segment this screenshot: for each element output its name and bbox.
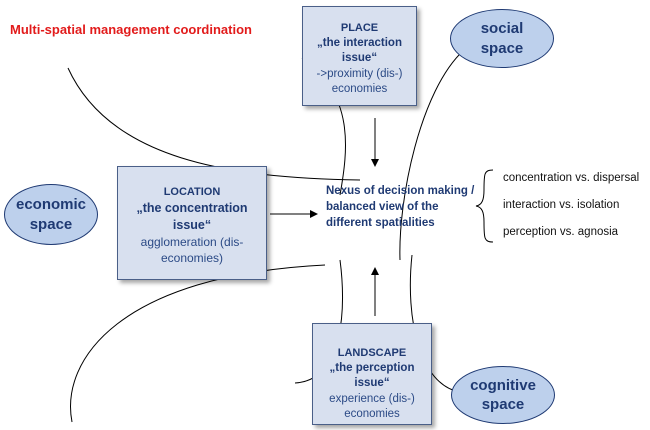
contrast-brace	[475, 169, 494, 243]
place-desc-line-1: ->proximity (dis-)	[316, 67, 403, 80]
landscape-box: LANDSCAPE „the perception issue“ experie…	[312, 323, 432, 425]
social-space-line-1: social	[480, 20, 524, 37]
place-heading: PLACE	[340, 22, 379, 34]
cognitive-space-ellipse: cognitive space	[451, 366, 555, 424]
place-box: PLACE „the interaction issue“ ->proximit…	[302, 6, 417, 106]
location-box: LOCATION „the concentration issue“ agglo…	[117, 166, 267, 280]
cognitive-space-line-1: cognitive	[470, 376, 536, 394]
nexus-line-3: different spatialities	[326, 217, 435, 230]
location-issue: „the concentration issue“	[136, 200, 248, 232]
curve-social-down	[399, 49, 465, 261]
landscape-heading: LANDSCAPE	[337, 347, 407, 359]
nexus-line-1: Nexus of decision making /	[326, 185, 475, 197]
diagram-title: Multi-spatial management coordination	[10, 22, 252, 37]
cognitive-space-line-2: space	[481, 396, 525, 413]
landscape-desc-line-2: economies	[344, 408, 400, 421]
place-desc-line-2: economies	[331, 83, 388, 96]
economic-space-line-2: space	[29, 215, 73, 233]
contrast-item: interaction vs. isolation	[503, 199, 620, 211]
nexus-line-2: balanced view of the	[326, 201, 439, 214]
landscape-desc-line-1: experience (dis-)	[329, 392, 415, 405]
contrast-item: concentration vs. dispersal	[503, 172, 640, 184]
contrast-item: perception vs. agnosia	[503, 226, 619, 238]
curve-bottom-left	[70, 264, 326, 423]
landscape-issue: „the perception issue“	[329, 361, 415, 390]
curve-top-left	[67, 67, 361, 181]
place-issue: „the interaction issue“	[317, 36, 402, 65]
social-space-line-2: space	[480, 39, 524, 57]
economic-space-ellipse: economic space	[4, 184, 98, 245]
location-heading: LOCATION	[163, 186, 221, 198]
nexus-label: Nexus of decision making / balanced view…	[326, 183, 476, 231]
social-space-ellipse: social space	[450, 9, 554, 68]
location-desc-line-1: agglomeration (dis-	[140, 234, 244, 249]
location-desc-line-2: economies)	[160, 250, 224, 265]
economic-space-line-1: economic	[15, 196, 87, 213]
